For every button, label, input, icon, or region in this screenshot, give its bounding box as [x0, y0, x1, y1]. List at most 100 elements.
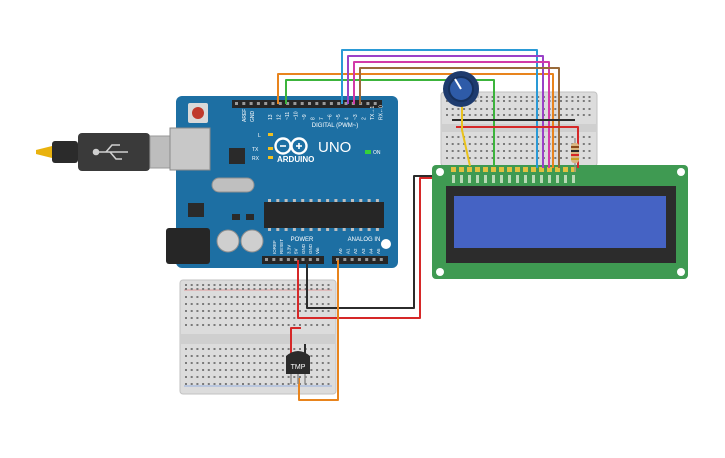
header-pin[interactable]	[293, 102, 297, 105]
breadboard-hole	[508, 136, 511, 138]
breadboard-hole	[485, 150, 488, 152]
breadboard-hole	[236, 284, 239, 286]
breadboard-hole	[281, 383, 284, 385]
header-pin[interactable]	[249, 102, 253, 105]
breadboard-hole	[321, 310, 324, 312]
lcd-pin[interactable]	[507, 167, 512, 172]
lcd-pin[interactable]	[547, 167, 552, 172]
header-pin[interactable]	[344, 102, 348, 105]
breadboard-hole	[293, 284, 296, 286]
chip-leg	[375, 228, 379, 231]
wire-red-5v[interactable]	[297, 177, 432, 319]
header-pin[interactable]	[343, 258, 347, 261]
header-pin[interactable]	[357, 258, 361, 261]
header-pin[interactable]	[315, 102, 319, 105]
header-pin[interactable]	[379, 258, 383, 261]
lcd-pin[interactable]	[523, 167, 528, 172]
header-pin[interactable]	[366, 102, 370, 105]
breadboard-hole	[565, 96, 568, 98]
lcd-pin[interactable]	[515, 167, 520, 172]
breadboard-hole	[224, 362, 227, 364]
breadboard-hole	[287, 310, 290, 312]
lcd-pin[interactable]	[459, 167, 464, 172]
breadboard-hole	[259, 317, 262, 319]
lcd-pin[interactable]	[539, 167, 544, 172]
header-pin[interactable]	[300, 102, 304, 105]
wire-green-d11[interactable]	[285, 79, 495, 166]
header-pin[interactable]	[308, 258, 312, 261]
tmp36-sensor[interactable]: TMP	[286, 351, 310, 384]
wire-purple-d4[interactable]	[347, 55, 544, 168]
wire-black-gnd[interactable]	[306, 175, 432, 309]
header-pin[interactable]	[279, 258, 283, 261]
wire-brown-d2[interactable]	[359, 67, 560, 168]
breadboard-hole	[264, 310, 267, 312]
reset-button-cap[interactable]	[192, 107, 204, 119]
breadboard-hole	[327, 296, 330, 298]
power-pin-label: Vin	[315, 247, 320, 254]
lcd-16x2[interactable]	[432, 165, 688, 279]
lcd-pin[interactable]	[531, 167, 536, 172]
header-pin[interactable]	[350, 258, 354, 261]
breadboard-hole	[304, 324, 307, 326]
header-pin[interactable]	[322, 102, 326, 105]
header-pin[interactable]	[286, 258, 290, 261]
lcd-pin[interactable]	[499, 167, 504, 172]
lcd-pin[interactable]	[555, 167, 560, 172]
breadboard-hole	[264, 383, 267, 385]
potentiometer[interactable]	[443, 71, 479, 107]
header-pin[interactable]	[272, 258, 276, 261]
header-pin[interactable]	[278, 102, 282, 105]
breadboard-hole	[316, 303, 319, 305]
header-pin[interactable]	[365, 258, 369, 261]
breadboard-hole	[514, 96, 517, 98]
header-pin[interactable]	[301, 258, 305, 261]
header-pin[interactable]	[271, 102, 275, 105]
header-pin[interactable]	[256, 102, 260, 105]
breadboard-hole	[281, 369, 284, 371]
breadboard-hole	[247, 303, 250, 305]
breadboard-hole	[310, 376, 313, 378]
header-pin[interactable]	[294, 258, 298, 261]
header-pin[interactable]	[316, 258, 320, 261]
header-pin[interactable]	[373, 102, 377, 105]
breadboard-hole	[293, 376, 296, 378]
breadboard-hole	[457, 150, 460, 152]
header-pin[interactable]	[329, 102, 333, 105]
lcd-pin[interactable]	[491, 167, 496, 172]
header-pin[interactable]	[264, 102, 268, 105]
breadboard-hole	[457, 114, 460, 116]
header-pin[interactable]	[372, 258, 376, 261]
digital-pin-label: ~10	[294, 111, 300, 120]
wire-orange-a0[interactable]	[298, 260, 339, 401]
digital-pin-label: 8	[311, 117, 317, 120]
breadboard-hole	[253, 288, 256, 290]
digital-pin-label: 12	[277, 114, 283, 120]
lcd-pin[interactable]	[467, 167, 472, 172]
chip-leg	[375, 199, 379, 202]
header-pin[interactable]	[242, 102, 246, 105]
lcd-pin[interactable]	[475, 167, 480, 172]
lcd-pin[interactable]	[563, 167, 568, 172]
breadboard-hole	[219, 303, 222, 305]
header-pin[interactable]	[235, 102, 238, 105]
wire-yellow-pot[interactable]	[461, 100, 471, 167]
header-pin[interactable]	[286, 102, 290, 105]
lcd-pin[interactable]	[451, 167, 456, 172]
resistor[interactable]	[571, 138, 579, 172]
header-pin[interactable]	[308, 102, 311, 105]
header-pin[interactable]	[337, 102, 341, 105]
lcd-pin[interactable]	[483, 167, 488, 172]
wire-magenta-d3[interactable]	[353, 61, 550, 168]
wire-blue-d5[interactable]	[341, 49, 538, 168]
breadboard-hole	[236, 348, 239, 350]
breadboard-hole	[321, 303, 324, 305]
breadboard-hole	[224, 369, 227, 371]
lcd-pin[interactable]	[571, 167, 576, 172]
usb-cable[interactable]	[36, 133, 181, 171]
breadboard-hole	[304, 383, 307, 385]
header-pin[interactable]	[265, 258, 268, 261]
header-pin[interactable]	[336, 258, 339, 261]
